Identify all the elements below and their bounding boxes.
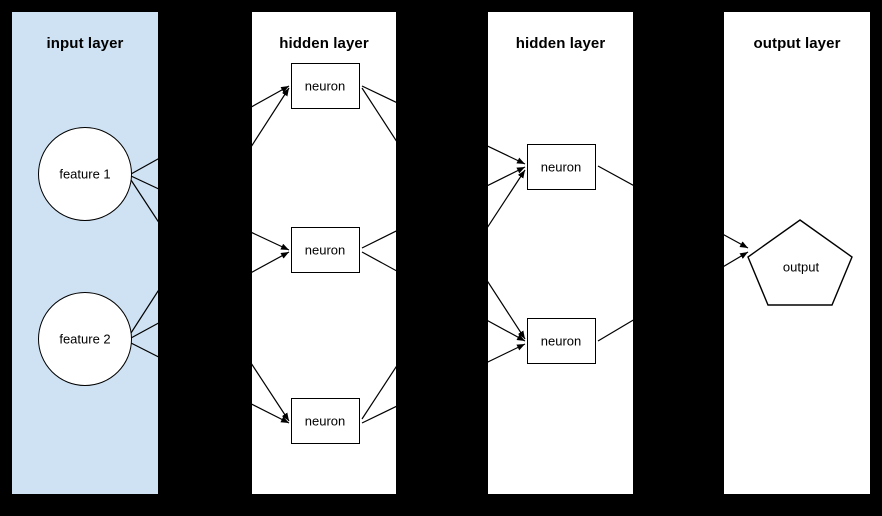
node-hidden2-neuron-2[interactable] [527,318,596,364]
layer-title-output: output layer [753,35,841,52]
node-label-hidden1-neuron-3: neuron [304,413,346,429]
node-feature-1[interactable] [38,127,132,221]
gap-mask-1 [158,0,252,516]
node-hidden1-neuron-1[interactable] [291,63,360,109]
gap-mask-2 [396,0,488,516]
node-hidden1-neuron-3[interactable] [291,398,360,444]
layer-title-input: input layer [46,35,124,52]
layer-title-hidden-2: hidden layer [515,35,606,52]
gap-mask-top [0,0,882,12]
node-label-feature-1: feature 1 [59,166,111,182]
node-label-output: output [782,259,820,275]
node-label-feature-2: feature 2 [59,331,111,347]
node-hidden1-neuron-2[interactable] [291,227,360,273]
gap-mask-left [0,0,12,516]
gap-mask-3 [633,0,724,516]
node-hidden2-neuron-1[interactable] [527,144,596,190]
gap-mask-right [870,0,882,516]
node-label-hidden2-neuron-1: neuron [540,159,582,175]
node-label-hidden1-neuron-2: neuron [304,242,346,258]
node-label-hidden2-neuron-2: neuron [540,333,582,349]
node-output-pentagon[interactable] [746,219,854,309]
node-label-hidden1-neuron-1: neuron [304,78,346,94]
node-feature-2[interactable] [38,292,132,386]
gap-mask-bottom [0,494,882,516]
layer-panel-input: input layer [12,12,158,494]
layer-title-hidden-1: hidden layer [279,35,369,52]
layer-panel-hidden-2: hidden layer [488,12,633,494]
